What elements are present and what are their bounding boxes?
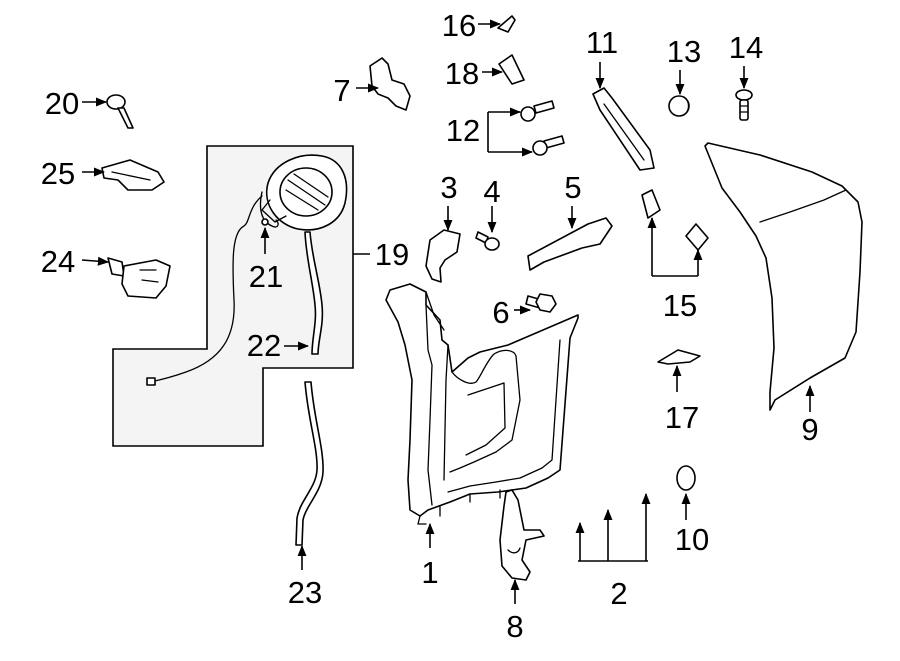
callout-2: 2 [610, 576, 627, 611]
screw [735, 89, 753, 121]
callout-19: 19 [375, 237, 409, 272]
small-clip [497, 15, 516, 33]
callout-22: 22 [247, 328, 281, 363]
callout-5: 5 [564, 170, 581, 205]
fuel-filler-housing [261, 154, 348, 231]
callout-16: 16 [442, 8, 476, 43]
callout-13: 13 [667, 34, 701, 69]
callout-14: 14 [729, 30, 763, 65]
callout-21: 21 [249, 259, 283, 294]
callout-3: 3 [440, 170, 457, 205]
callout-4: 4 [483, 174, 500, 209]
callout-25: 25 [41, 156, 75, 191]
bolts-12 [520, 100, 565, 156]
cap [668, 95, 690, 117]
release-cable [146, 191, 279, 386]
callout-9: 9 [801, 412, 818, 447]
bracket [369, 57, 411, 111]
insulator-pad [498, 54, 525, 85]
callout-17: 17 [665, 400, 699, 435]
drain-hose-upper [304, 231, 324, 355]
plug [676, 465, 696, 491]
leader-2 [578, 498, 648, 562]
quarter-trim-panel [385, 283, 579, 525]
pad [657, 349, 701, 365]
mounting-bracket [499, 489, 545, 581]
clips [641, 189, 709, 251]
bolt [525, 293, 557, 313]
callout-18: 18 [445, 56, 479, 91]
callout-1: 1 [421, 555, 438, 590]
drain-hose-lower [295, 381, 324, 546]
actuator-bracket [101, 159, 165, 191]
callout-8: 8 [506, 609, 523, 644]
callout-12: 12 [446, 113, 480, 148]
quarter-panel [704, 142, 863, 411]
callout-7: 7 [333, 73, 350, 108]
callout-20: 20 [45, 86, 79, 121]
trim-piece [425, 229, 461, 283]
callout-11: 11 [586, 25, 618, 60]
bracket-strip [527, 217, 613, 271]
tapping-screw [106, 94, 134, 129]
callout-15: 15 [663, 288, 697, 323]
callout-23: 23 [288, 575, 322, 610]
callout-10: 10 [675, 522, 709, 557]
callout-6: 6 [492, 295, 509, 330]
door-actuator [107, 257, 171, 299]
pillar-molding [592, 87, 655, 171]
callout-24: 24 [41, 244, 75, 279]
push-pin [475, 231, 500, 251]
leader-24 [81, 256, 110, 266]
